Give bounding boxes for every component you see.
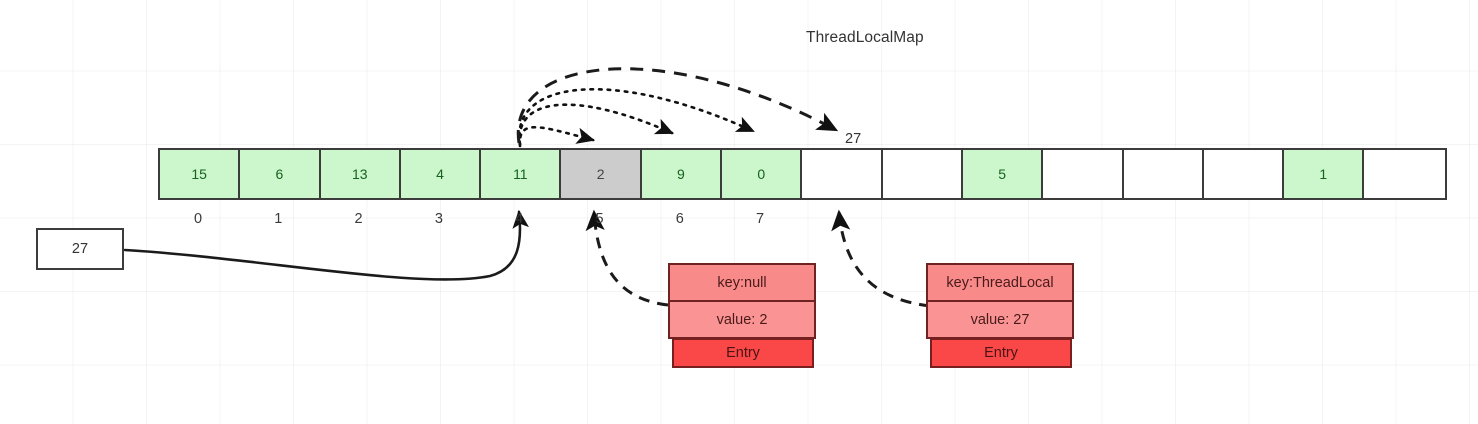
table-slot-12: [1123, 150, 1204, 198]
table-slot-11: [1043, 150, 1124, 198]
table-slot-13: [1203, 150, 1285, 198]
slot-index-label-0: 0: [193, 211, 203, 227]
insert-value-label: 27: [845, 131, 862, 147]
diagram-title: ThreadLocalMap: [806, 29, 924, 46]
entry-footer: Entry: [930, 338, 1072, 368]
entry-box-stale: key:null value: 2 Entry: [668, 263, 816, 368]
slot-index-label-4: 4: [515, 211, 524, 227]
slot-index-label-2: 2: [354, 211, 363, 227]
table-slot-5: 2: [561, 150, 642, 198]
table-slot-4: 11: [481, 150, 562, 198]
table-slot-2: 13: [320, 150, 401, 198]
table-slot-10: 5: [962, 150, 1044, 198]
thread-reference-box: 27: [36, 228, 124, 270]
probe-arc-to-slot-7: [518, 87, 755, 146]
probe-arc-to-slot-6: [518, 103, 674, 147]
table-slot-8: [802, 150, 883, 198]
table-slot-3: 4: [400, 150, 482, 198]
reference-curve-to-slot-4: [123, 209, 529, 281]
table-slot-9: [882, 150, 963, 198]
table-slot-1: 6: [240, 150, 321, 198]
table-slot-6: 9: [641, 150, 723, 198]
table-slot-14: 1: [1284, 150, 1365, 198]
insert-arc-to-slot-8: [516, 67, 839, 144]
entry-link-threadlocal-to-slot-8: [831, 209, 931, 308]
slot-index-label-5: 5: [595, 211, 604, 227]
slot-index-label-1: 1: [274, 211, 283, 227]
table-slot-15: [1364, 150, 1445, 198]
entry-value: value: 27: [926, 301, 1074, 339]
table-slot-0: 15: [160, 150, 241, 198]
entry-footer: Entry: [672, 338, 814, 368]
slot-index-label-7: 7: [756, 211, 765, 227]
entry-key: key:null: [668, 263, 816, 301]
slot-index-label-6: 6: [675, 211, 684, 227]
entry-key: key:ThreadLocal: [926, 263, 1074, 301]
entry-box-threadlocal: key:ThreadLocal value: 27 Entry: [926, 263, 1074, 368]
probe-arc-to-slot-5: [518, 126, 596, 148]
entry-link-stale-to-slot-5: [585, 209, 669, 307]
entry-value: value: 2: [668, 301, 816, 339]
slot-index-label-3: 3: [434, 211, 443, 227]
table-slot-7: 0: [722, 150, 803, 198]
